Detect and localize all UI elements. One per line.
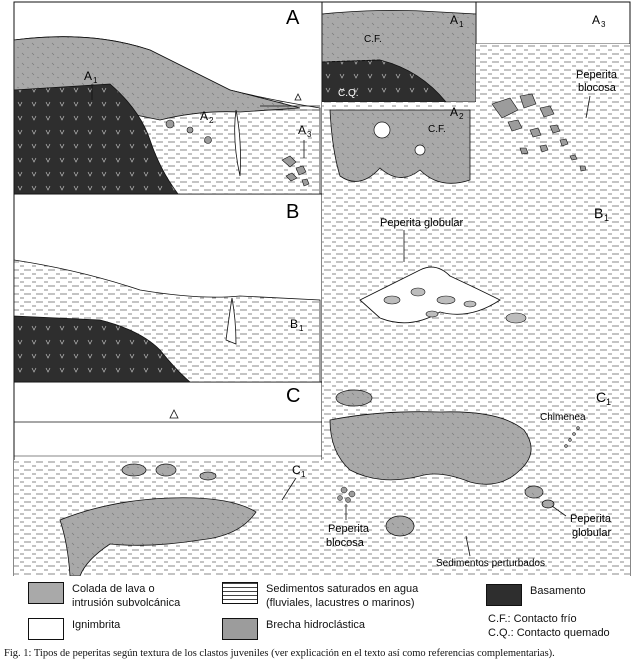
legend-lava: Colada de lava o intrusión subvolcánica bbox=[28, 582, 180, 610]
cq-label-a1: C.Q. bbox=[338, 88, 359, 99]
panel-a3: A 3 Peperita blocosa bbox=[476, 13, 630, 194]
peperita-blocosa-a3-line1: Peperita bbox=[576, 69, 618, 81]
panel-a2-label: A bbox=[450, 105, 458, 119]
cf-label-a2: C.F. bbox=[428, 124, 446, 135]
panel-a: A A 1 A 2 A 3 bbox=[13, 7, 321, 195]
legend-sedimentos: Sedimentos saturados en agua (fluviales,… bbox=[222, 582, 418, 610]
panel-c1-callout: C bbox=[292, 463, 301, 477]
figure-caption: Fig. 1: Tipos de peperitas según textura… bbox=[4, 648, 555, 659]
chimenea-label: Chimenea bbox=[540, 412, 586, 423]
panel-a2-callout-sub: 2 bbox=[209, 116, 214, 125]
panel-c1-label-sub: 1 bbox=[606, 397, 611, 407]
panel-a1-callout: A bbox=[84, 69, 92, 83]
panel-b1-label-sub: 1 bbox=[604, 213, 609, 223]
panel-a1-label-sub: 1 bbox=[459, 20, 464, 29]
peperite-figure: A A 1 A 2 A 3 A 1 C.F. C.Q. A 2 C.F. bbox=[13, 1, 631, 576]
legend-brecha: Brecha hidroclástica bbox=[222, 618, 365, 640]
panel-c1-callout-sub: 1 bbox=[301, 470, 306, 479]
legend-lava-swatch bbox=[28, 582, 64, 604]
peperita-globular-b1-label: Peperita globular bbox=[380, 217, 464, 229]
panel-a1-callout-sub: 1 bbox=[93, 76, 98, 85]
panel-a3-label: A bbox=[592, 13, 600, 27]
panel-b-label: B bbox=[286, 201, 299, 223]
panel-a2-callout: A bbox=[200, 109, 208, 123]
sedimentos-perturbados-label: Sedimentos perturbados bbox=[436, 558, 545, 569]
legend-sedimentos-line1: Sedimentos saturados en agua bbox=[266, 583, 419, 595]
abbr-cq: C.Q.: Contacto quemado bbox=[488, 627, 610, 639]
peperita-globular-c1-line2: globular bbox=[572, 527, 611, 539]
peperita-blocosa-a3-line2: blocosa bbox=[578, 82, 617, 94]
cf-label-a1: C.F. bbox=[364, 34, 382, 45]
legend-ignimbrita-swatch bbox=[28, 618, 64, 640]
panel-b1: B 1 Peperita globular bbox=[322, 194, 630, 382]
legend-lava-line1: Colada de lava o bbox=[72, 583, 155, 595]
peperita-blocosa-c1-line2: blocosa bbox=[326, 537, 365, 549]
legend: Colada de lava o intrusión subvolcánica … bbox=[0, 576, 636, 646]
peperita-blocosa-c1-line1: Peperita bbox=[328, 523, 370, 535]
legend-sedimentos-swatch bbox=[222, 582, 258, 604]
panel-a1-label: A bbox=[450, 13, 458, 27]
panel-c1: C 1 Chimenea Peperita blocosa Peperita g… bbox=[322, 382, 630, 576]
abbreviations: C.F.: Contacto frío C.Q.: Contacto quema… bbox=[488, 612, 610, 640]
legend-brecha-text: Brecha hidroclástica bbox=[266, 619, 366, 631]
legend-basamento: Basamento bbox=[486, 584, 586, 606]
panel-a1: A 1 C.F. C.Q. bbox=[321, 10, 477, 103]
panel-a2: A 2 C.F. bbox=[322, 102, 476, 194]
panel-a3-label-sub: 3 bbox=[601, 20, 606, 29]
legend-ignimbrita: Ignimbrita bbox=[28, 618, 120, 640]
panel-b1-callout: B bbox=[290, 317, 298, 331]
panel-c-label: C bbox=[286, 385, 300, 407]
panel-c: C C 1 bbox=[14, 385, 322, 576]
peperita-globular-c1-line1: Peperita bbox=[570, 513, 612, 525]
panel-b1-callout-sub: 1 bbox=[299, 324, 304, 333]
legend-basamento-swatch bbox=[486, 584, 522, 606]
panel-b: B B 1 bbox=[13, 201, 321, 383]
legend-ignimbrita-text: Ignimbrita bbox=[72, 619, 121, 631]
legend-lava-line2: intrusión subvolcánica bbox=[72, 597, 181, 609]
legend-basamento-text: Basamento bbox=[530, 585, 586, 597]
panel-a-label: A bbox=[286, 7, 300, 29]
panel-b1-label: B bbox=[594, 205, 603, 221]
panel-a3-callout-sub: 3 bbox=[307, 130, 312, 139]
legend-brecha-swatch bbox=[222, 618, 258, 640]
panel-c1-label: C bbox=[596, 389, 606, 405]
panel-a3-callout: A bbox=[298, 123, 306, 137]
abbr-cf: C.F.: Contacto frío bbox=[488, 613, 577, 625]
panel-a2-label-sub: 2 bbox=[459, 112, 464, 121]
legend-sedimentos-line2: (fluviales, lacustres o marinos) bbox=[266, 597, 415, 609]
